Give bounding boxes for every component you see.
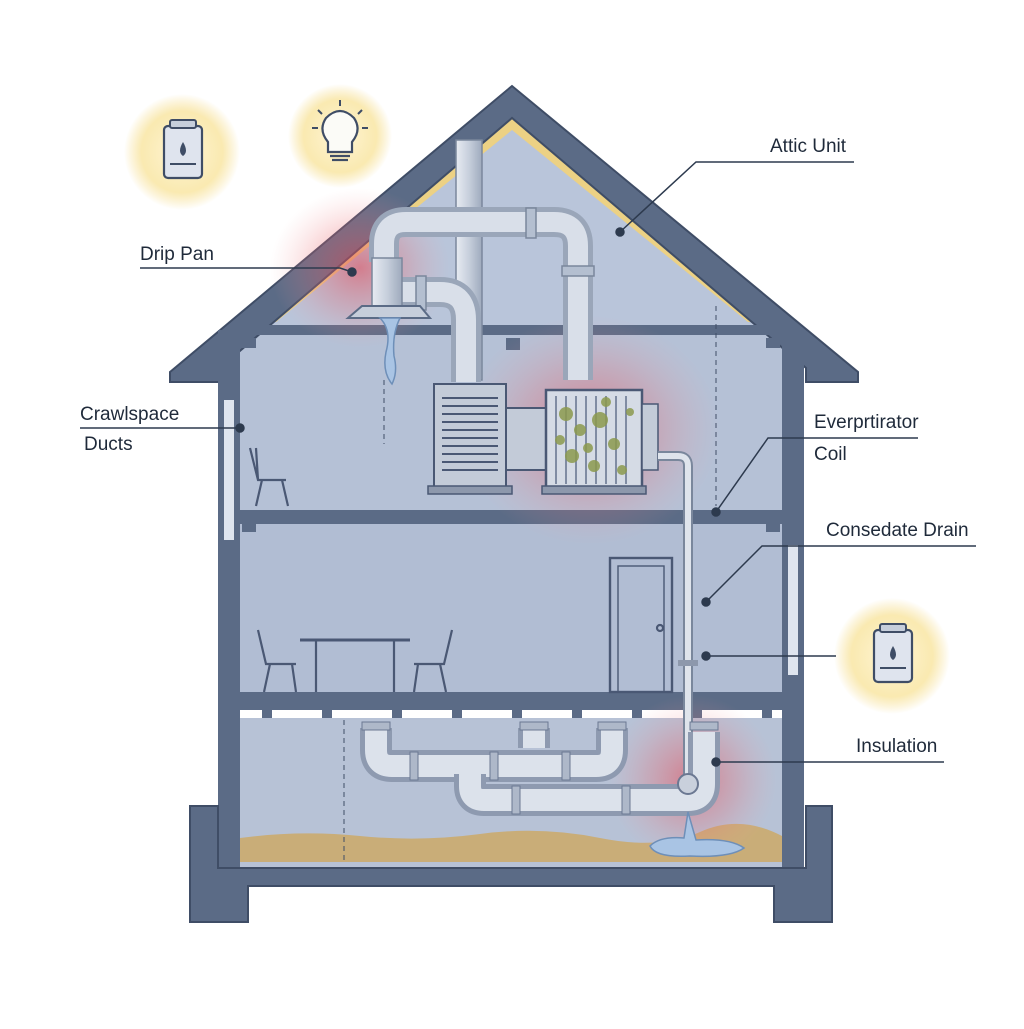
left-window [224,400,234,540]
ducts-label: Ducts [84,434,133,455]
water-puddle [649,811,746,858]
condensate-drain-line [658,451,698,784]
dining-chair-left [256,629,298,693]
right-window [788,545,798,675]
left-wall [218,330,240,870]
attic-ducts [369,139,595,382]
insulation-label: Insulation [856,736,938,757]
upper-chair [248,447,290,507]
middle-floor-space [240,522,782,694]
crawlspace-ground [240,823,782,862]
condensate-drain-leader [705,545,976,603]
air-handler-unit [427,383,547,495]
evaporator-coil-leader [715,437,918,513]
lower-floor-slab [236,692,788,710]
drip-pan-label: Drip Pan [140,244,214,265]
water-drip [378,317,402,386]
furniture [248,447,674,694]
attic-unit-leader [619,161,854,233]
leader-lines [80,161,976,767]
interior-door [608,556,674,694]
drip-pan [345,305,433,386]
coil-label: Coil [814,444,847,465]
dehumidifier-icon [124,94,240,210]
crawlspace-ducts [360,721,720,816]
condensate-drain-label: Consedate Drain [826,520,969,541]
crawlspace-label: Crawlspace [80,404,180,425]
dining-chair-right [412,629,454,693]
attic-unit-label: Attic Unit [770,136,847,157]
mold-growth [555,397,634,475]
lightbulb-icon [288,84,392,188]
evaporator-coil [541,388,659,495]
dehumidifier-icon [834,598,950,714]
dining-table [300,638,410,692]
evaporator-label: Everprtirator [814,412,919,433]
foundation [189,805,833,923]
